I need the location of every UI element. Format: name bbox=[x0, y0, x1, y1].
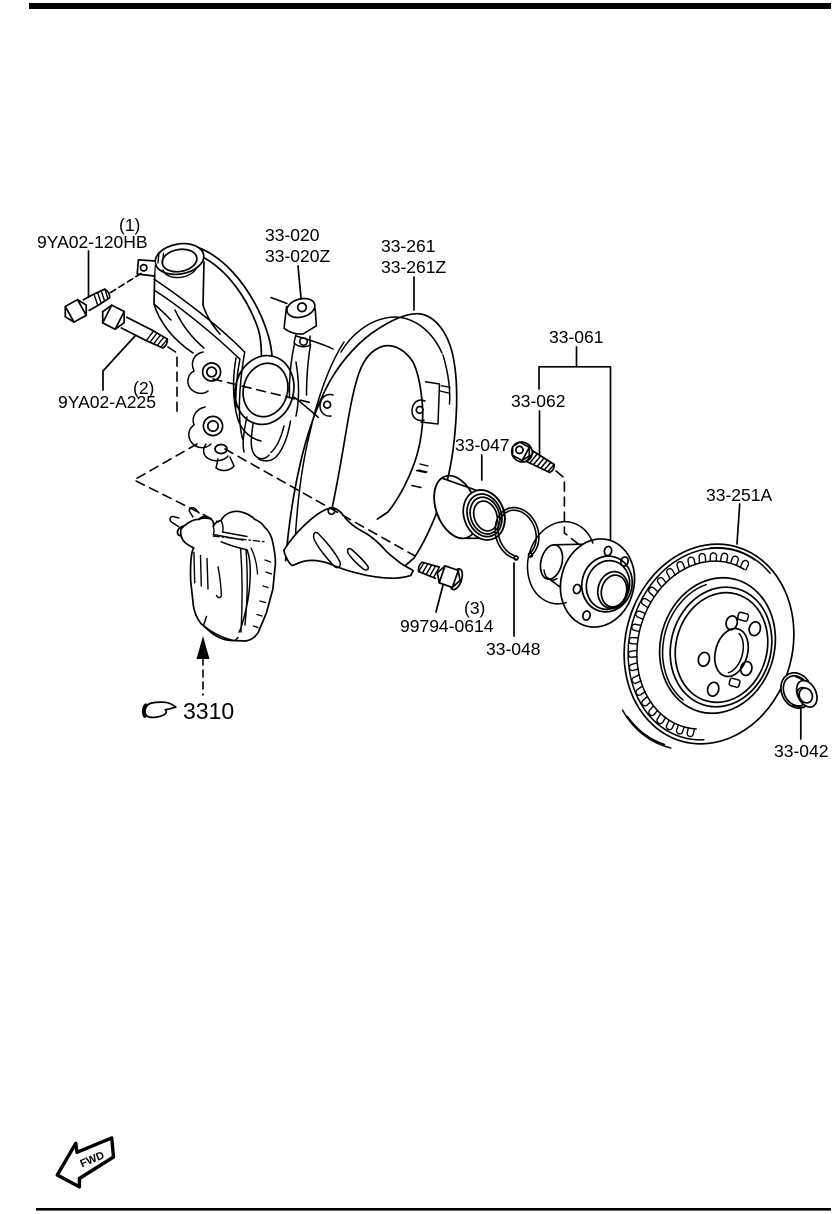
svg-text:33-047: 33-047 bbox=[455, 435, 510, 455]
svg-text:33-042: 33-042 bbox=[774, 741, 829, 761]
svg-text:33-020Z: 33-020Z bbox=[265, 246, 330, 266]
svg-text:(2): (2) bbox=[133, 378, 154, 398]
svg-text:9YA02-A225: 9YA02-A225 bbox=[58, 392, 156, 412]
svg-text:33-048: 33-048 bbox=[486, 639, 541, 659]
svg-text:33-061: 33-061 bbox=[549, 327, 604, 347]
svg-text:33-261: 33-261 bbox=[381, 236, 436, 256]
svg-text:9YA02-120HB: 9YA02-120HB bbox=[37, 232, 148, 252]
svg-text:(1): (1) bbox=[119, 215, 140, 235]
svg-text:3310: 3310 bbox=[183, 698, 234, 724]
svg-text:33-062: 33-062 bbox=[511, 391, 566, 411]
svg-text:33-251A: 33-251A bbox=[706, 485, 772, 505]
svg-text:33-020: 33-020 bbox=[265, 225, 320, 245]
svg-text:99794-0614: 99794-0614 bbox=[400, 616, 494, 636]
svg-text:(3): (3) bbox=[464, 598, 485, 618]
svg-text:33-261Z: 33-261Z bbox=[381, 257, 446, 277]
